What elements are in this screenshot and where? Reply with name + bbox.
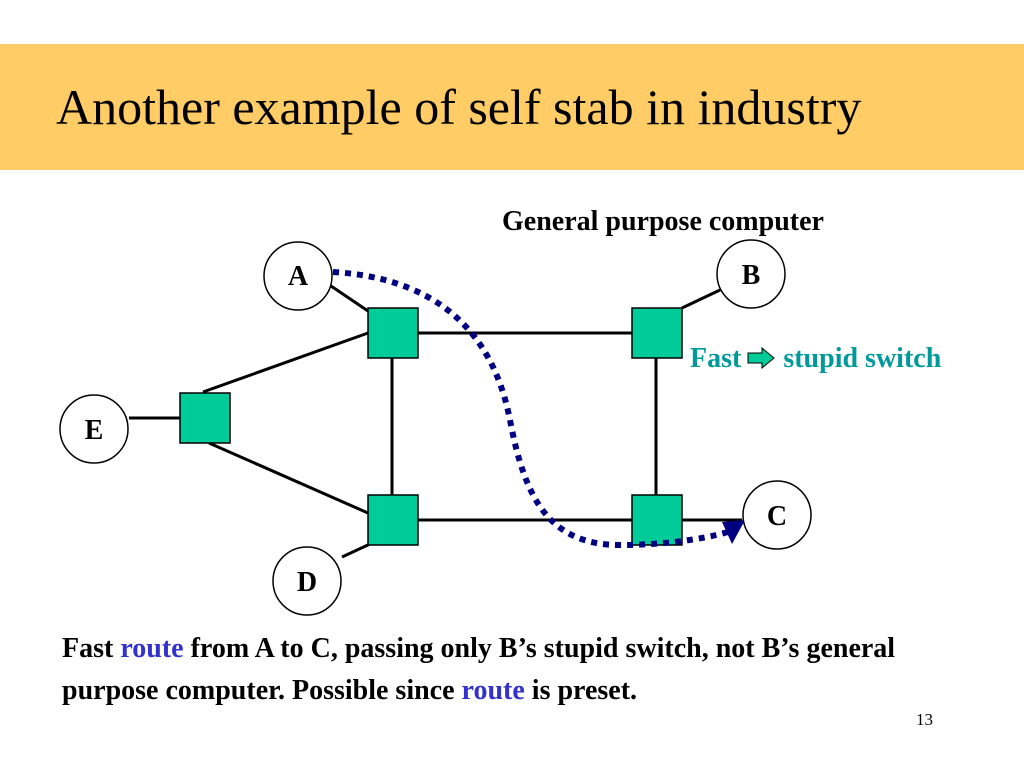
- title-band: [0, 44, 1024, 170]
- node-B: B: [716, 239, 786, 309]
- slide-caption: Fast route from A to C, passing only B’s…: [62, 628, 982, 712]
- caption-part-3: is preset.: [524, 675, 638, 706]
- caption-route-1: route: [120, 633, 184, 664]
- caption-part-2: from A to C, passing only B’s stupid swi…: [62, 633, 896, 706]
- stupid-switch-text: stupid switch: [783, 343, 942, 374]
- caption-part-1: Fast: [62, 633, 121, 664]
- route-arrow-path: [332, 269, 729, 549]
- route-arrowhead: [722, 520, 745, 544]
- general-purpose-computer-label: General purpose computer: [502, 206, 824, 237]
- switch-1: [367, 307, 419, 359]
- network-links: [129, 284, 742, 559]
- right-arrow-icon: [747, 345, 776, 377]
- node-B-label: B: [742, 260, 761, 291]
- slide-title: Another example of self stab in industry: [56, 79, 862, 135]
- link-D-switch3: [341, 542, 371, 559]
- node-D-label: D: [297, 567, 317, 598]
- switch-2: [631, 307, 683, 359]
- node-C: C: [742, 480, 812, 550]
- node-A: A: [263, 241, 333, 311]
- node-E-label: E: [85, 415, 104, 446]
- node-C-label: C: [767, 501, 787, 532]
- switch-4: [631, 494, 683, 546]
- link-switch2-B: [681, 288, 721, 310]
- caption-route-2: route: [461, 675, 525, 706]
- node-A-label: A: [288, 261, 309, 292]
- link-A-switch1: [330, 284, 369, 313]
- fast-text: Fast: [690, 343, 742, 374]
- fast-stupid-switch-label: Fast stupid switch: [690, 343, 941, 377]
- link-switch5-switch1: [202, 331, 369, 394]
- switch-5: [179, 392, 231, 444]
- page-number: 13: [916, 710, 933, 729]
- switch-3: [367, 494, 419, 546]
- node-E: E: [59, 394, 129, 464]
- link-switch5-switch3: [208, 441, 369, 515]
- node-D: D: [272, 546, 342, 616]
